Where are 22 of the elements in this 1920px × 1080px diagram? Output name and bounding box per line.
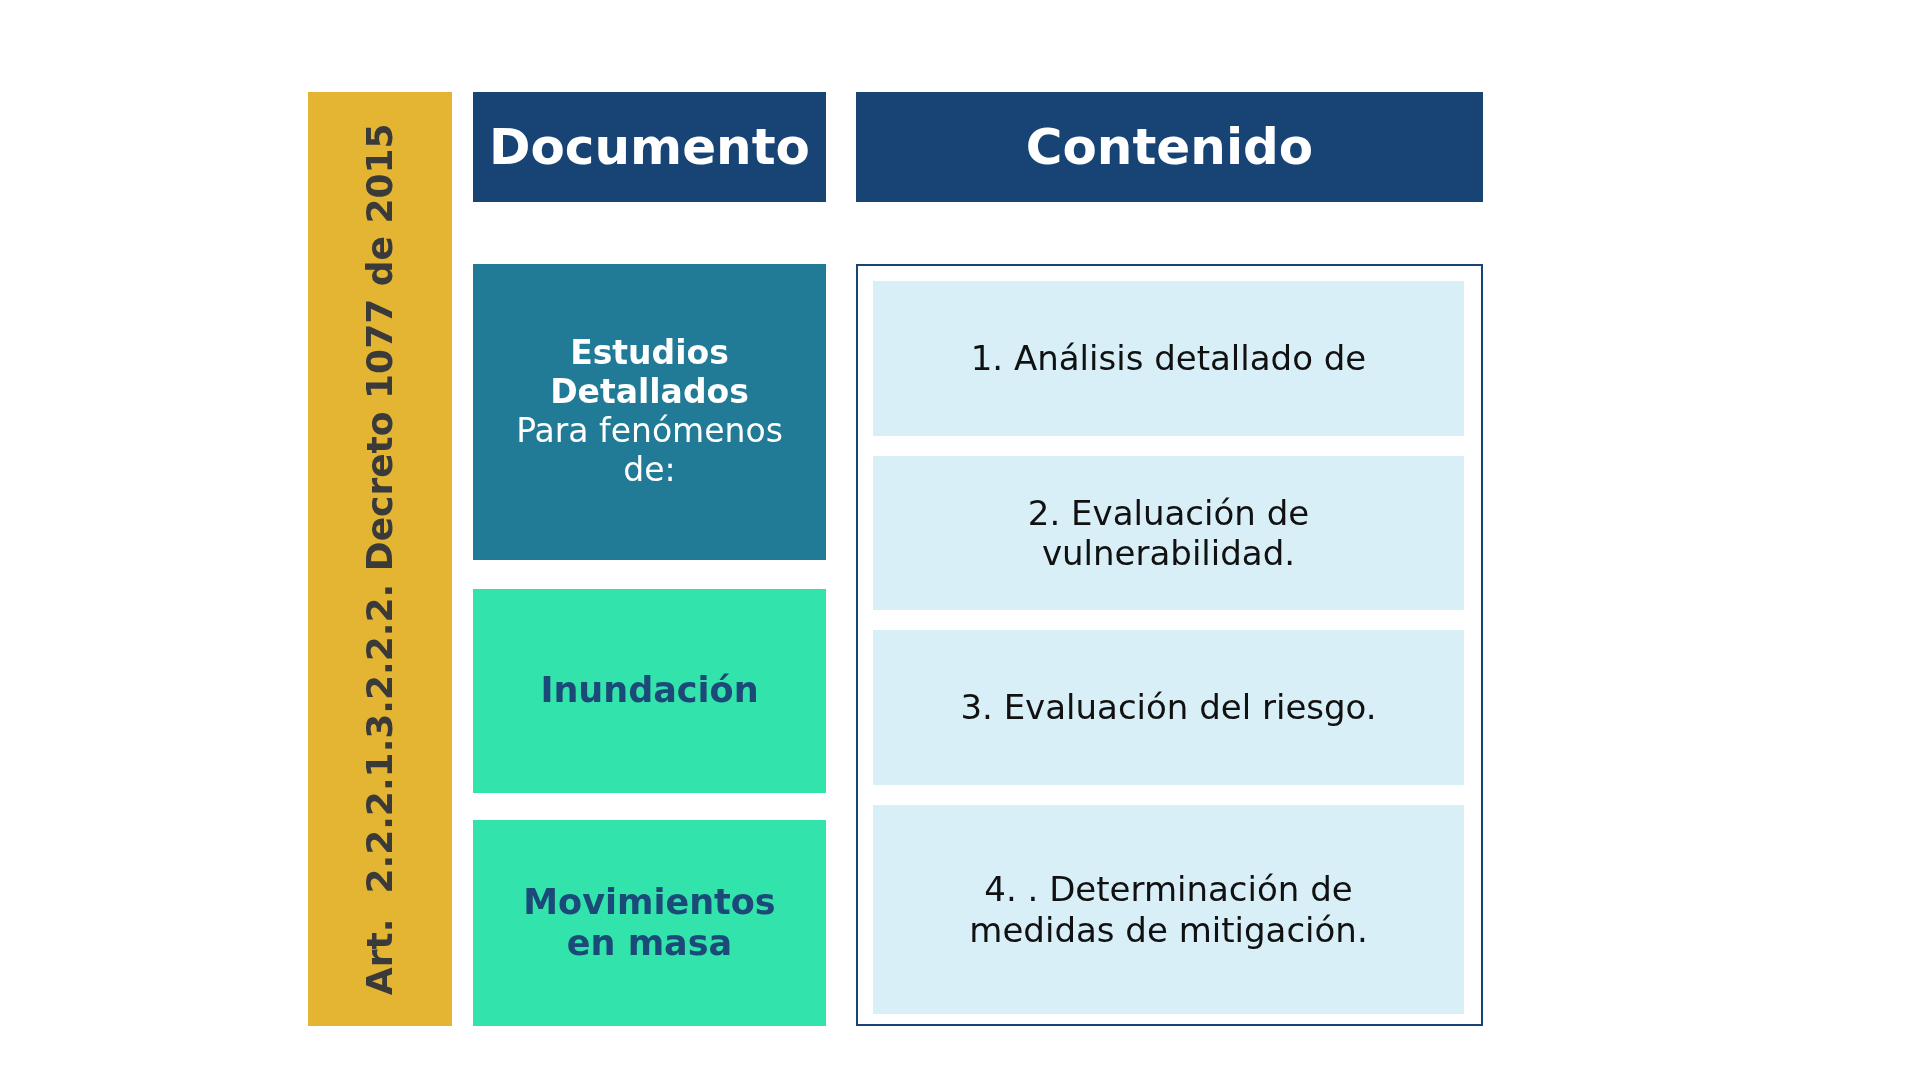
- header-box: [473, 92, 826, 202]
- content-text: 3. Evaluación del riesgo.: [960, 687, 1377, 728]
- header-box: [856, 92, 1483, 202]
- phenomenon-label: Inundación: [540, 670, 759, 712]
- content-box: [873, 630, 1464, 785]
- document-subtitle: Para fenómenos de:: [515, 412, 784, 490]
- phenomenon-label: Movimientos en masa: [522, 881, 777, 965]
- side-banner: [308, 92, 452, 1026]
- content-box: [873, 456, 1464, 610]
- content-box: [873, 281, 1464, 436]
- phenomenon-box: [473, 589, 826, 793]
- phenomenon-box: [473, 820, 826, 1026]
- content-text: 1. Análisis detallado de: [970, 338, 1367, 379]
- document-title: Estudios Detallados: [549, 334, 750, 412]
- column-header: Documento: [489, 117, 810, 177]
- content-text: 2. Evaluación de vulnerabilidad.: [1026, 492, 1311, 574]
- content-box: [873, 805, 1464, 1014]
- content-text: 4. . Determinación de medidas de mitigación.: [968, 869, 1369, 950]
- document-box: [473, 264, 826, 560]
- content-frame: [856, 264, 1483, 1026]
- article-label: Art. 2.2.2.1.3.2.2.2. Decreto 1077 de 2015: [358, 123, 401, 995]
- column-header: Contenido: [1025, 117, 1314, 177]
